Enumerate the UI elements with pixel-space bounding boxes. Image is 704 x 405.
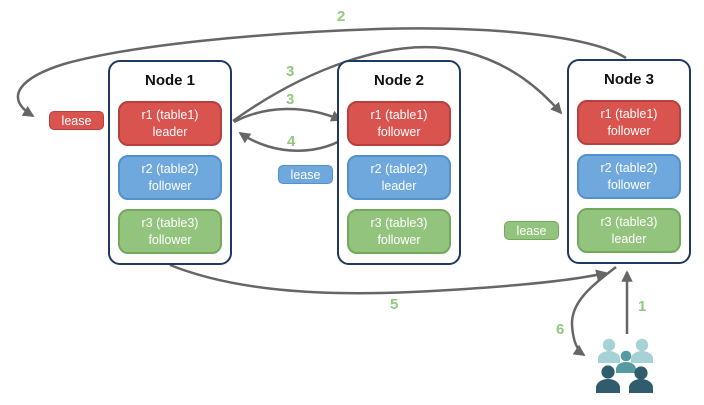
node-title: Node 1 <box>144 72 195 89</box>
replica-r3-leader: r3 (table3) leader <box>577 208 681 253</box>
step-label-6: 6 <box>556 321 565 338</box>
lease-badge-r2: lease <box>278 165 333 184</box>
step-label-3a: 3 <box>286 63 295 80</box>
replica-name: r3 (table3) <box>600 215 658 230</box>
lease-badge-r1: lease <box>49 111 104 130</box>
replica-name: r1 (table1) <box>600 107 658 122</box>
replica-role: follower <box>377 124 421 139</box>
step-label-3b: 3 <box>286 91 295 108</box>
replica-name: r2 (table2) <box>370 162 428 177</box>
replica-name: r2 (table2) <box>141 162 199 177</box>
replica-role: leader <box>152 124 188 139</box>
replica-role: leader <box>611 231 647 246</box>
arrow-step-5 <box>169 263 608 295</box>
replica-role: follower <box>148 178 192 193</box>
replica-r1-leader: r1 (table1) leader <box>118 101 222 146</box>
replica-r1-follower: r1 (table1) follower <box>577 100 681 145</box>
node-title: Node 3 <box>603 71 654 88</box>
replica-r2-follower: r2 (table2) follower <box>118 155 222 200</box>
arrow-step-2 <box>16 27 627 118</box>
node-title: Node 2 <box>373 72 424 89</box>
step-label-2: 2 <box>337 8 346 25</box>
arrow-step-3-to-node3 <box>232 45 563 123</box>
replica-role: follower <box>148 232 192 247</box>
replica-role: follower <box>377 232 421 247</box>
lease-badge-r3: lease <box>504 221 559 240</box>
replica-name: r1 (table1) <box>141 108 199 123</box>
arrow-step-6 <box>570 266 617 357</box>
replica-role: follower <box>607 177 651 192</box>
replica-r2-leader: r2 (table2) leader <box>347 155 451 200</box>
step-label-5: 5 <box>390 296 399 313</box>
node-3: Node 3 r1 (table1) follower r2 (table2) … <box>567 59 691 264</box>
node-1: Node 1 r1 (table1) leader r2 (table2) fo… <box>108 60 232 265</box>
replica-name: r1 (table1) <box>370 108 428 123</box>
arrow-step-3-to-node2 <box>233 107 343 124</box>
replica-r3-follower: r3 (table3) follower <box>347 209 451 254</box>
replica-r2-follower: r2 (table2) follower <box>577 154 681 199</box>
replica-name: r3 (table3) <box>141 216 199 231</box>
replica-name: r3 (table3) <box>370 216 428 231</box>
replica-name: r2 (table2) <box>600 161 658 176</box>
replica-r1-follower: r1 (table1) follower <box>347 101 451 146</box>
step-label-4: 4 <box>287 133 296 150</box>
replica-role: follower <box>607 123 651 138</box>
replica-r3-follower: r3 (table3) follower <box>118 209 222 254</box>
node-2: Node 2 r1 (table1) follower r2 (table2) … <box>337 60 461 265</box>
step-label-1: 1 <box>638 298 647 315</box>
replica-role: leader <box>381 178 417 193</box>
